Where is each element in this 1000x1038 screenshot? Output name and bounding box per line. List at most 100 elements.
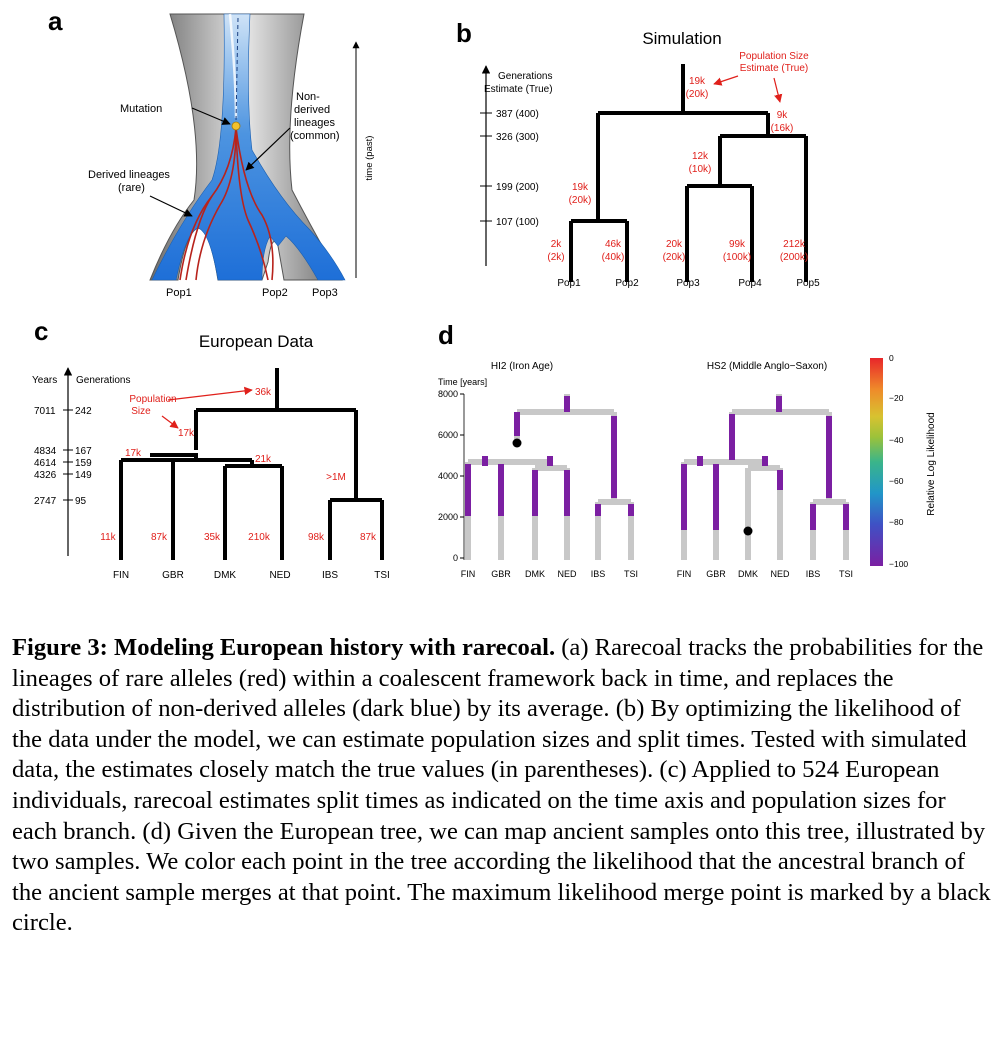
generations-label: Generations xyxy=(76,375,130,386)
derived-lineages-red xyxy=(179,127,274,281)
cbar-tick: −80 xyxy=(889,517,904,527)
pop-label: GBR xyxy=(706,569,726,579)
y-tick: 0 xyxy=(453,553,458,563)
tick-years: 7011 xyxy=(34,406,56,417)
tick-gens: 159 xyxy=(75,458,92,469)
pop-label: Pop5 xyxy=(796,278,820,289)
size-label: >1M xyxy=(326,472,346,483)
likelihood-tree-hi2 xyxy=(465,394,634,560)
pop-label: Pop1 xyxy=(557,278,581,289)
time-years-label: Time [years] xyxy=(438,377,487,387)
y-tick: 2000 xyxy=(438,512,458,522)
panel-d: d HI2 (Iron Age) HS2 (Middle Anglo−Saxon… xyxy=(438,320,937,579)
size-label: 87k xyxy=(151,532,168,543)
time-past-label: time (past) xyxy=(364,136,375,181)
cbar-tick: −40 xyxy=(889,435,904,445)
size-estimate: 19k xyxy=(572,182,589,193)
pop-label: GBR xyxy=(162,570,184,581)
label-mutation: Mutation xyxy=(120,103,162,115)
size-true: (100k) xyxy=(723,252,751,263)
size-true: (2k) xyxy=(547,252,564,263)
size-estimate: 20k xyxy=(666,239,683,250)
panel-c: c European Data Years Generations 7011 2… xyxy=(32,316,390,581)
axis-title-generations: Generations Estimate (True) xyxy=(484,71,555,95)
max-likelihood-merge-point xyxy=(743,526,753,536)
label-derived: Derived lineages (rare) xyxy=(88,169,173,194)
tick-years: 4326 xyxy=(34,470,57,481)
y-tick: 4000 xyxy=(438,471,458,481)
pop-label: Pop3 xyxy=(312,287,338,299)
panel-b-letter: b xyxy=(456,18,472,48)
cbar-tick: −100 xyxy=(889,559,908,569)
panel-b: b Simulation Generations Estimate (True)… xyxy=(456,18,820,289)
tick-gens: 167 xyxy=(75,446,92,457)
colorbar xyxy=(870,358,883,566)
size-true: (20k) xyxy=(663,252,686,263)
cbar-tick: 0 xyxy=(889,353,894,363)
size-label: 35k xyxy=(204,532,221,543)
pop-label: NED xyxy=(770,569,790,579)
size-estimate: 212k xyxy=(783,239,806,250)
size-true: (40k) xyxy=(602,252,625,263)
panel-d-letter: d xyxy=(438,320,454,350)
size-true: (10k) xyxy=(689,164,712,175)
y-tick: 8000 xyxy=(438,389,458,399)
popsize-legend-line2: Estimate (True) xyxy=(740,63,809,74)
tick-years: 2747 xyxy=(34,496,57,507)
caption-text: (a) Rarecoal tracks the probabilities fo… xyxy=(12,634,991,937)
tick-gens: 242 xyxy=(75,406,92,417)
cbar-tick: −20 xyxy=(889,393,904,403)
size-estimate: 46k xyxy=(605,239,622,250)
pop-label: Pop3 xyxy=(676,278,700,289)
y-tick: 6000 xyxy=(438,430,458,440)
right-tree-title: HS2 (Middle Anglo−Saxon) xyxy=(707,361,827,372)
pop-label: FIN xyxy=(113,570,129,581)
colorbar-label: Relative Log Likelihood xyxy=(926,412,937,515)
panel-c-title: European Data xyxy=(199,332,314,351)
eu-pop-labels: FIN GBR DMK NED IBS TSI xyxy=(113,570,390,581)
pop-label: Pop2 xyxy=(262,287,288,299)
size-estimate: 9k xyxy=(777,110,789,121)
tick-gens: 95 xyxy=(75,496,87,507)
size-estimate: 19k xyxy=(689,76,706,87)
pop-label: DMK xyxy=(214,570,237,581)
popsize-legend-line2: Size xyxy=(131,406,151,417)
size-label: 17k xyxy=(125,448,142,459)
tick-years: 4614 xyxy=(34,458,57,469)
pop-label: Pop1 xyxy=(166,287,192,299)
panel-c-letter: c xyxy=(34,316,48,346)
size-true: (20k) xyxy=(569,195,592,206)
left-tree-title: HI2 (Iron Age) xyxy=(491,361,553,372)
pop-label: IBS xyxy=(322,570,338,581)
pop-label: IBS xyxy=(591,569,606,579)
time-ticks: 387 (400) 326 (300) 199 (200) 107 (100) xyxy=(480,109,539,228)
pop-label: TSI xyxy=(374,570,390,581)
popsize-legend-line1: Population xyxy=(129,394,176,405)
size-estimate: 2k xyxy=(551,239,563,250)
pop-label: NED xyxy=(557,569,577,579)
d-y-ticks: 8000 6000 4000 2000 0 xyxy=(438,389,464,563)
panel-a-letter: a xyxy=(48,6,63,36)
size-label: 17k xyxy=(178,428,195,439)
colorbar-ticks: 0 −20 −40 −60 −80 −100 xyxy=(889,353,908,569)
caption-title: Figure 3: Modeling European history with… xyxy=(12,634,556,661)
tick-label: 326 (300) xyxy=(496,132,539,143)
size-label: 21k xyxy=(255,454,272,465)
pop-label: Pop2 xyxy=(615,278,639,289)
tick-gens: 149 xyxy=(75,470,92,481)
pop-label: IBS xyxy=(806,569,821,579)
pop-label: TSI xyxy=(839,569,853,579)
max-likelihood-merge-point xyxy=(512,438,522,448)
size-label: 210k xyxy=(248,532,271,543)
size-estimate: 12k xyxy=(692,151,709,162)
years-label: Years xyxy=(32,375,57,386)
tick-years: 4834 xyxy=(34,446,57,457)
pop-label: DMK xyxy=(738,569,758,579)
pop-label: TSI xyxy=(624,569,638,579)
pop-label: Pop4 xyxy=(738,278,762,289)
tick-label: 107 (100) xyxy=(496,217,539,228)
european-tree xyxy=(119,368,384,560)
population-size-labels: Population Size Estimate (True) 19k (20k… xyxy=(547,51,809,263)
sim-pop-labels: Pop1 Pop2 Pop3 Pop4 Pop5 xyxy=(557,278,820,289)
popsize-legend-line1: Population Size xyxy=(739,51,809,62)
